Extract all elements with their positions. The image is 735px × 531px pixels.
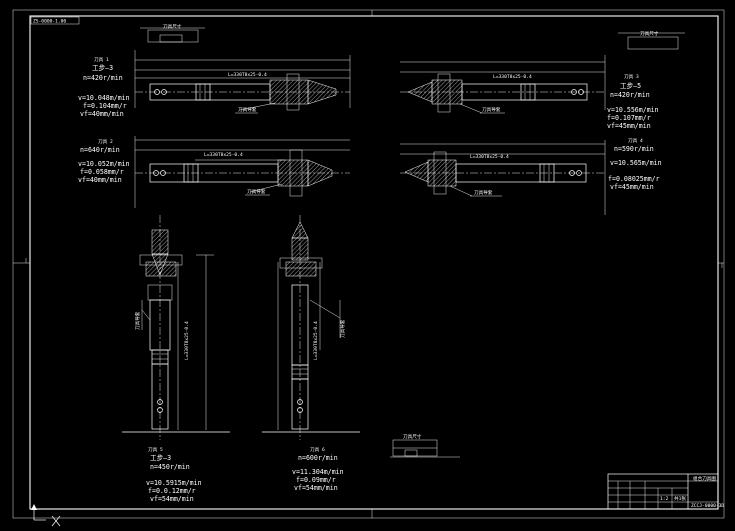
params-block: 刀具 5 工步—3 n=450r/min v=10.5915m/min f=0.… <box>146 447 202 503</box>
title-code: ZCCJ-0000-3D <box>691 503 724 509</box>
view-vertical-left: L=330T8x25-0.4 刀具导套 刀具 5 工步—3 n=450r/min… <box>122 215 230 503</box>
callout-label: 刀具导套 <box>134 311 141 330</box>
inner-border <box>29 15 719 510</box>
view-mid-left: L=330T8x25-0.4 刀具导套 刀具 2 n=640r/min v=10… <box>78 136 350 208</box>
op-label: 工步—5 <box>620 82 641 90</box>
param-v: v=10.052m/min <box>78 160 130 168</box>
view-top-right: 刀具尺寸 L=330T8x25-0.4 刀具导套 刀具 3 工步—5 n=420… <box>400 30 685 130</box>
top-box-label: 刀具尺寸 <box>640 30 659 37</box>
view-vertical-right: L=330T8x25-0.4 刀具导套 刀具 6 n=600r/min v=11… <box>262 215 360 492</box>
tool-label: 刀具 5 <box>148 447 163 453</box>
callout-label: 刀具导套 <box>474 189 493 196</box>
tool-label: 刀具 1 <box>94 57 109 63</box>
view-top-left: 刀具尺寸 L=330T8x25-0.4 刀具导套 刀具 1 工步—3 n=420… <box>78 23 351 118</box>
param-n: n=420r/min <box>83 74 123 82</box>
callout-label: 刀具导套 <box>238 106 257 113</box>
param-v: v=10.048m/min <box>78 94 130 102</box>
dim-label: L=330T8x25-0.4 <box>184 321 190 360</box>
param-n: n=450r/min <box>150 463 190 471</box>
param-n: n=420r/min <box>610 91 650 99</box>
param-f: f=0.104mm/r <box>83 102 127 110</box>
param-n: n=600r/min <box>298 454 338 462</box>
callout-label: 刀具导套 <box>482 106 501 113</box>
param-v: v=10.556m/min <box>607 106 659 114</box>
dim-label: L=330T8x25-0.4 <box>228 72 267 78</box>
dim-label: L=330T8x25-0.4 <box>470 154 509 160</box>
dim-label: L=330T8x25-0.4 <box>204 152 243 158</box>
tool-label: 刀具 4 <box>628 138 643 144</box>
title-block: 组合刀具图 ZCCJ-0000-3D 1:2 共1张 <box>607 473 724 510</box>
title-sheet: 共1张 <box>674 495 686 502</box>
param-vf: vf=45mm/min <box>610 183 654 191</box>
view-mid-right: L=330T8x25-0.4 刀具导套 刀具 4 n=590r/min v=10… <box>400 138 662 215</box>
top-box-label: 刀具尺寸 <box>163 23 182 30</box>
callout-label: 刀具导套 <box>339 319 346 338</box>
param-n: n=590r/min <box>614 145 654 153</box>
param-f: f=0.09mm/r <box>296 476 336 484</box>
drawing-number-tag: ZS-0000-1.00 <box>30 16 80 25</box>
dim-label: L=330T8x25-0.4 <box>493 74 532 80</box>
params-block: 刀具 6 n=600r/min v=11.304m/min f=0.09mm/r… <box>292 447 344 492</box>
param-vf: vf=54mm/min <box>294 484 338 492</box>
param-vf: vf=45mm/min <box>607 122 651 130</box>
params-block: 刀具 2 n=640r/min v=10.052m/min f=0.058mm/… <box>78 139 130 184</box>
params-block: 刀具 4 n=590r/min v=10.565m/min f=0.08025m… <box>608 138 662 191</box>
param-v: v=11.304m/min <box>292 468 344 476</box>
param-v: v=10.5915m/min <box>146 479 202 487</box>
title-scale: 1:2 <box>660 496 669 502</box>
params-block: 刀具 1 工步—3 n=420r/min v=10.048m/min f=0.1… <box>78 57 130 118</box>
title-name: 组合刀具图 <box>693 475 716 482</box>
params-block: 刀具 3 工步—5 n=420r/min v=10.556m/min f=0.1… <box>607 74 659 130</box>
drawing-number-text: ZS-0000-1.00 <box>33 19 66 25</box>
param-vf: vf=40mm/min <box>80 110 124 118</box>
param-v: v=10.565m/min <box>610 159 662 167</box>
param-vf: vf=40mm/min <box>78 176 122 184</box>
detail-box-bottom: 刀具尺寸 <box>390 433 460 458</box>
op-label: 工步—3 <box>150 454 171 462</box>
tool-label: 刀具 3 <box>624 74 639 80</box>
dim-label: L=330T8x25-0.4 <box>313 321 319 360</box>
tool-label: 刀具 2 <box>98 139 113 145</box>
param-f: f=0.058mm/r <box>80 168 124 176</box>
op-label: 工步—3 <box>92 64 113 72</box>
param-f: f=0.0.12mm/r <box>148 487 196 495</box>
bottom-box-label: 刀具尺寸 <box>403 433 422 440</box>
outer-border <box>12 9 725 519</box>
tool-label: 刀具 6 <box>310 447 325 453</box>
ucs-icon <box>31 504 61 527</box>
param-vf: vf=54mm/min <box>150 495 194 503</box>
param-f: f=0.107mm/r <box>607 114 651 122</box>
callout-label: 刀具导套 <box>247 188 266 195</box>
param-f: f=0.08025mm/r <box>608 175 660 183</box>
centering-marks <box>13 10 724 518</box>
param-n: n=640r/min <box>80 146 120 154</box>
